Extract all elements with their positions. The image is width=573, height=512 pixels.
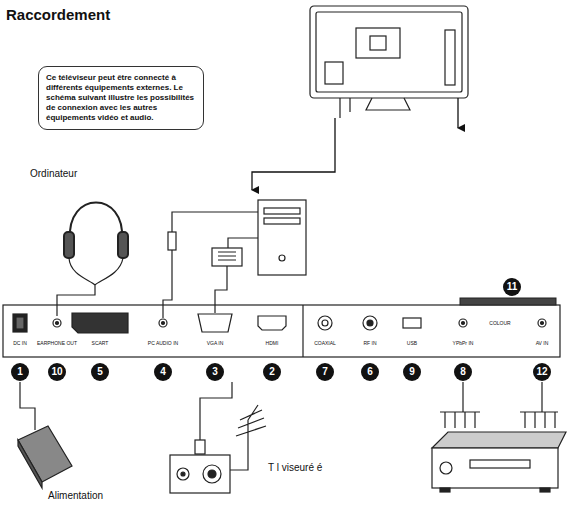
port-label: SCART: [91, 340, 110, 346]
connection-panel: [3, 305, 560, 357]
callout-number: 1: [11, 363, 29, 381]
port-label: USB: [406, 340, 418, 346]
callout-number: 2: [263, 363, 281, 381]
headphones: [57, 203, 128, 317]
port-label: COLOUR: [488, 320, 511, 326]
callout-number: 3: [206, 363, 224, 381]
callout-number: 8: [454, 363, 472, 381]
note-box: Ce téléviseur peut être connecté à diffé…: [38, 66, 204, 130]
port-label: AV IN: [535, 340, 550, 346]
port-label: DC IN: [12, 340, 28, 346]
callout-number: 7: [316, 363, 334, 381]
power-adapter: [18, 382, 72, 488]
callout-number: 4: [154, 363, 172, 381]
dvd-player: [432, 382, 566, 492]
callout-number: 9: [403, 363, 421, 381]
device-label: Alimentation: [48, 490, 103, 501]
port-label: HDMI: [265, 340, 280, 346]
callout-number: 10: [48, 363, 66, 381]
port-label: RF IN: [362, 340, 377, 346]
callout-number: 12: [533, 363, 551, 381]
port-label: YPbPr IN: [452, 340, 475, 346]
callout-number: 5: [91, 363, 109, 381]
device-label: T l viseuré é: [268, 462, 322, 473]
port-label: EARPHONE OUT: [36, 340, 78, 346]
computer: [163, 200, 306, 318]
port-label: VGA IN: [206, 340, 225, 346]
port-label: COAXIAL: [313, 340, 337, 346]
tv-rear: [310, 6, 468, 118]
callout-number: 11: [503, 278, 521, 296]
port-label: PC AUDIO IN: [147, 340, 179, 346]
device-label: Ordinateur: [30, 168, 77, 179]
note-text: Ce téléviseur peut être connecté à diffé…: [46, 73, 196, 123]
antenna: [170, 382, 266, 493]
diagram-title: Raccordement: [6, 6, 110, 23]
callout-number: 6: [361, 363, 379, 381]
